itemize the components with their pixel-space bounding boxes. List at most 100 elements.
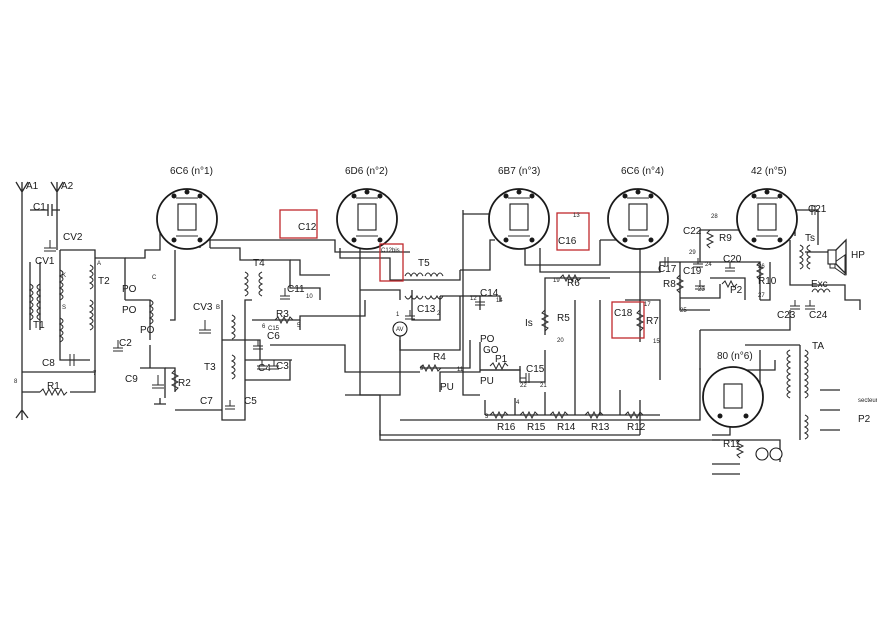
label-c14: C14 [480,288,499,299]
node-29: 29 [689,250,696,256]
label-r8: R8 [663,279,676,290]
node-25: 25 [680,308,687,314]
tube-label-6: 80 (n°6) [717,351,753,362]
label-c1: C1 [33,202,46,213]
label-c2: C2 [119,338,132,349]
label-t1: T1 [33,320,45,331]
highlight-box-c16 [556,212,590,251]
pilot-lamps [755,447,783,461]
label-p2-secteur: P2 [858,414,871,425]
loudspeaker-icon [827,238,847,276]
label-pu1: PU [440,382,454,393]
label-a1: A1 [26,181,39,192]
node-15: 15 [653,339,660,345]
label-hp: HP [851,250,865,261]
label-r12: R12 [627,422,646,433]
label-c7: C7 [200,396,213,407]
highlight-box-c12bis [379,243,404,282]
node-k: K [62,273,66,279]
node-12: 12 [470,296,477,302]
label-c15-small: C15 [268,326,280,332]
node-a: A [97,261,101,267]
label-c6: C6 [267,331,280,342]
node-9: 9 [420,366,424,372]
label-c24: C24 [809,310,828,321]
label-r3: R3 [276,309,289,320]
node-22: 22 [520,383,527,389]
label-r13: R13 [591,422,610,433]
label-r2: R2 [178,378,191,389]
label-p2: P2 [730,285,743,296]
node-13: 13 [573,213,580,219]
node-14: 14 [496,298,503,304]
tube-label-3: 6B7 (n°3) [498,166,540,177]
tube-6 [702,366,764,428]
label-cv2: CV2 [63,232,83,243]
label-r14: R14 [557,422,576,433]
label-c12bis: C12bis [381,248,400,254]
node-10: 10 [306,294,313,300]
tube-4 [607,188,669,250]
label-c22: C22 [683,226,702,237]
label-c23: C23 [777,310,796,321]
label-c3: C3 [276,361,289,372]
label-av: AV [396,327,404,333]
node-28: 28 [711,214,718,220]
tube-label-5: 42 (n°5) [751,166,787,177]
label-c4: C4 [258,363,271,374]
label-cv1: CV1 [35,256,55,267]
highlight-box-c18 [611,301,645,339]
label-po2: PO [122,305,137,316]
label-c8: C8 [42,358,55,369]
label-c13: C13 [417,304,436,315]
label-ts: Ts [805,233,815,244]
label-r1: R1 [47,381,60,392]
label-go: GO [483,345,499,356]
highlight-box-c12 [279,209,318,239]
label-r5: R5 [557,313,570,324]
node-8: 8 [14,379,18,385]
label-cv3: CV3 [193,302,213,313]
node-19: 19 [553,278,560,284]
label-po5: PO [480,334,495,345]
label-c9: C9 [125,374,138,385]
node-11: 11 [457,367,464,373]
node-6: 6 [262,324,266,330]
label-c20: C20 [723,254,742,265]
label-r11: R11 [723,439,741,450]
node-1: 1 [396,312,400,318]
label-is: Is [525,318,533,329]
label-exc: Exc [811,279,828,290]
label-po3: PO [140,325,155,336]
label-r6: R6 [567,278,580,289]
node-4: 4 [516,400,520,406]
tube-label-4: 6C6 (n°4) [621,166,664,177]
label-a2: A2 [61,181,74,192]
node-c: C [152,275,157,281]
tube-3 [488,188,550,250]
label-t2: T2 [98,276,110,287]
capacitors [44,205,816,410]
tube-2 [336,188,398,250]
tube-label-2: 6D6 (n°2) [345,166,388,177]
node-b: B [216,305,220,311]
node-27: 27 [758,293,765,299]
node-23: 23 [698,287,705,293]
label-c11: C11 [287,284,305,295]
label-r9: R9 [719,233,732,244]
label-t5: T5 [418,258,430,269]
label-c18: C18 [614,308,633,319]
node-2: 2 [437,311,441,317]
tube-5 [736,188,798,250]
label-c5: C5 [244,396,257,407]
coils [28,244,846,440]
label-c19: C19 [683,266,702,277]
label-c21: C21 [808,204,827,215]
node-26: 26 [758,264,765,270]
tube-label-1: 6C6 (n°1) [170,166,213,177]
node-s: S [62,305,66,311]
resistors [39,229,765,459]
tube-1 [156,188,218,250]
